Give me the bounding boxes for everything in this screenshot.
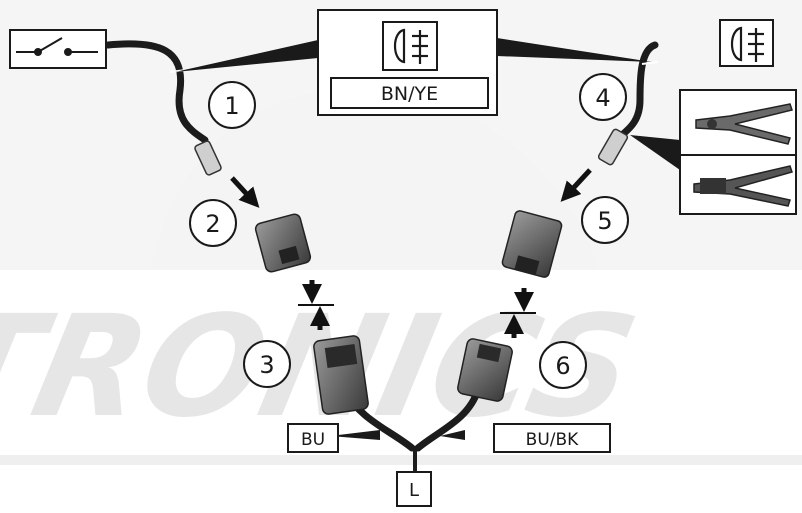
wire-right-bottom [414, 386, 482, 452]
rear-fog-lamp-icon [393, 28, 428, 64]
svg-text:BU: BU [301, 430, 325, 450]
step-markers: 1 2 3 4 5 6 [189, 73, 629, 389]
lamp-wire-box: BN/YE [317, 9, 498, 116]
wire-left-top [104, 40, 209, 144]
connector-3 [313, 335, 369, 415]
step-5: 5 [581, 196, 629, 244]
switch-icon [16, 37, 98, 56]
crimp-tool-box [679, 89, 797, 215]
svg-text:3: 3 [259, 351, 274, 379]
connector-5 [501, 210, 563, 278]
wires [104, 40, 659, 472]
terminal-right [597, 128, 629, 166]
step-4: 4 [579, 73, 627, 121]
svg-text:2: 2 [205, 210, 220, 238]
right-lamp-box [719, 19, 774, 67]
step-3: 3 [243, 340, 291, 388]
rear-fog-lamp-icon [730, 26, 764, 62]
connector-6 [457, 338, 513, 402]
switch-box [9, 29, 107, 69]
wire-right-top [618, 41, 659, 139]
svg-text:1: 1 [224, 92, 239, 120]
step-2: 2 [189, 199, 237, 247]
svg-text:5: 5 [597, 207, 612, 235]
connector-2 [254, 213, 312, 273]
step-6: 6 [539, 341, 587, 389]
svg-text:4: 4 [595, 84, 610, 112]
terminal-left [194, 140, 222, 176]
svg-text:L: L [409, 480, 419, 501]
callouts [175, 38, 680, 440]
crimping-pliers-icon [693, 165, 793, 207]
crimping-pliers-icon [695, 103, 793, 145]
step-1: 1 [208, 81, 256, 129]
center-wire-label: BN/YE [381, 83, 438, 105]
ground-right-box: BU/BK [493, 423, 611, 453]
arrows [230, 168, 592, 338]
ground-left-box: BU [287, 423, 339, 453]
ground-terminal-box: L [396, 471, 432, 507]
svg-text:6: 6 [555, 352, 570, 380]
svg-text:BU/BK: BU/BK [526, 430, 579, 450]
